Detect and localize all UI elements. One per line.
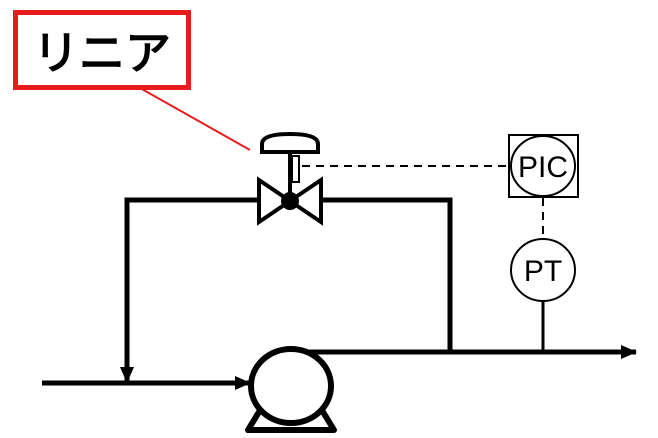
pt-label: PT <box>524 255 562 288</box>
valve-type-callout: リニア <box>13 10 191 90</box>
callout-leader-line <box>139 87 251 151</box>
pt-circle <box>510 238 576 302</box>
pic-label: PIC <box>518 151 568 184</box>
control-valve-icon <box>257 131 323 226</box>
bypass-pipe-right <box>322 197 453 352</box>
bypass-pipe-left <box>120 197 258 383</box>
pic-circle <box>510 135 576 197</box>
pump-icon <box>245 346 337 433</box>
